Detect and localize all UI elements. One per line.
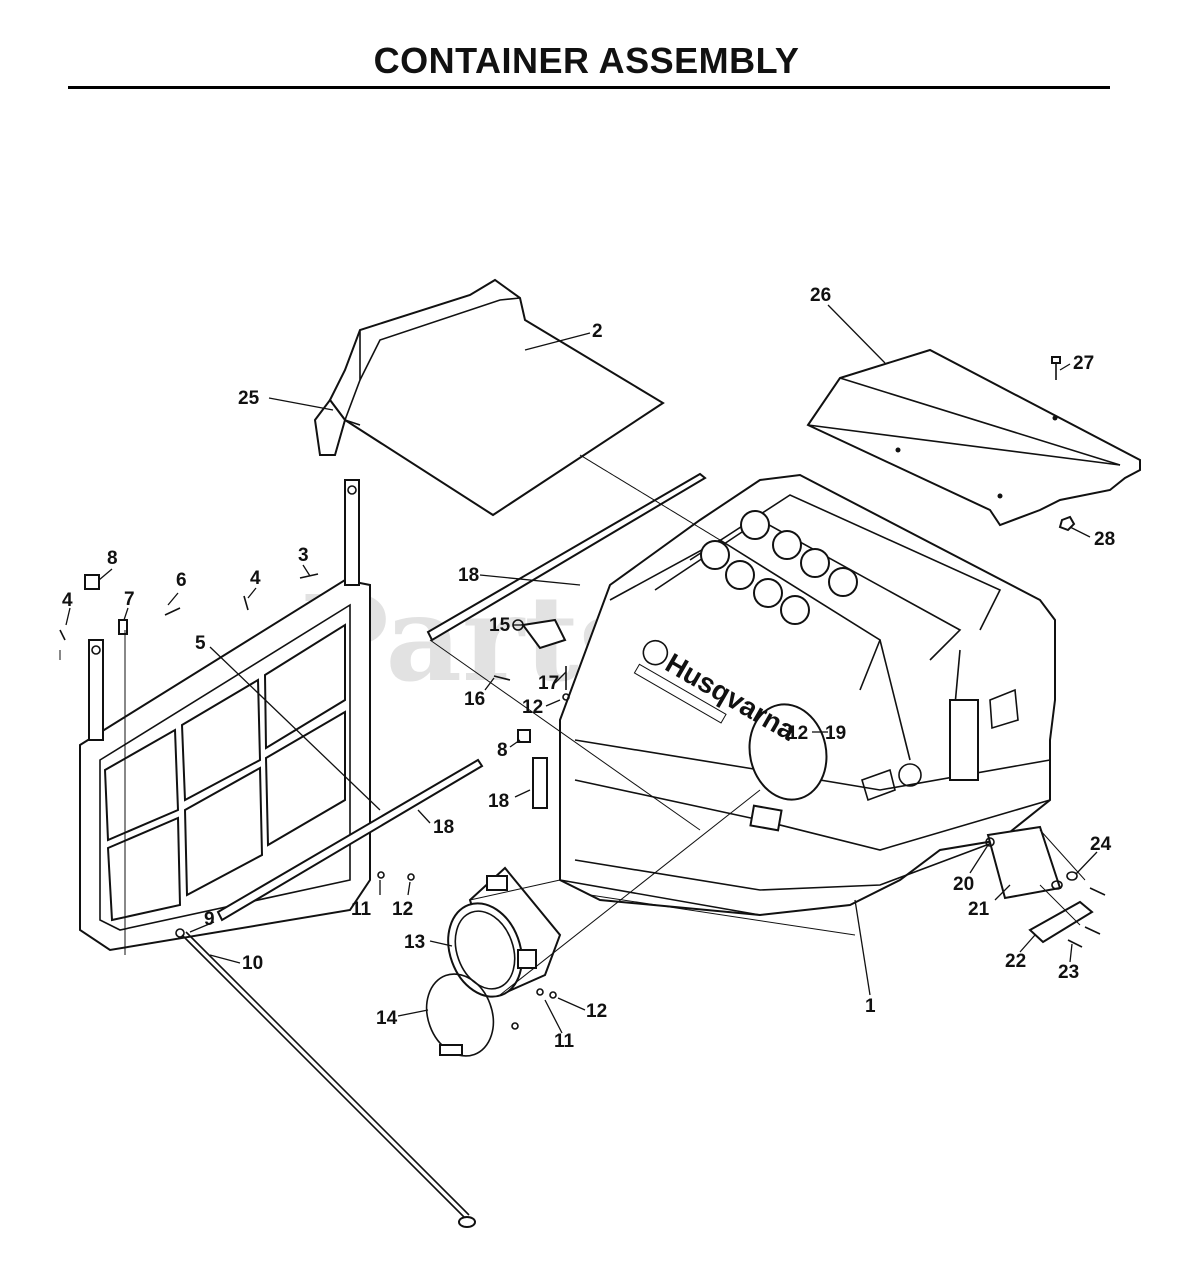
callout-18a: 18 [458,565,479,586]
part-bolt-27 [1051,356,1061,380]
callout-6: 6 [176,570,187,591]
vent-holes [700,510,858,625]
callout-21: 21 [968,899,990,920]
callout-17: 17 [538,673,559,694]
part-handle-bracket-21 [985,825,1062,900]
callout-22: 22 [1005,951,1026,972]
callout-16: 16 [464,689,485,710]
callout-14: 14 [376,1008,398,1029]
callout-4a: 4 [250,568,261,589]
callout-26: 26 [810,285,831,306]
part-seal-18-lower [216,758,484,922]
callout-2: 2 [592,321,603,342]
callout-4b: 4 [62,590,73,611]
callout-19: 19 [825,723,846,744]
callout-12b: 12 [522,697,543,718]
part-lid-left [313,278,665,517]
callout-12c: 12 [787,723,808,744]
part-rod-10 [175,928,476,1228]
callout-8b: 8 [497,740,508,761]
callout-7: 7 [124,589,135,610]
callout-15: 15 [489,615,511,636]
part-hardware-23-24 [1051,871,1106,948]
callout-18b: 18 [488,791,509,812]
part-adapter-13 [447,866,562,998]
callout-13: 13 [404,932,425,953]
part-seal-18-mid [532,757,548,809]
callout-9: 9 [204,909,215,930]
callout-11a: 11 [351,899,372,920]
leader-lines [59,304,1098,1034]
title-divider [68,86,1110,89]
callout-1: 1 [865,996,876,1017]
callout-3: 3 [298,545,309,566]
callout-5: 5 [195,633,206,654]
callout-11b: 11 [554,1031,575,1052]
part-handle-22 [1028,900,1094,944]
callout-20: 20 [953,874,974,895]
part-seal-18-upper [426,472,707,642]
callout-25: 25 [238,388,260,409]
callout-18c: 18 [433,817,454,838]
callout-12d: 12 [586,1001,607,1022]
page-title: CONTAINER ASSEMBLY [373,40,800,81]
part-clamp-14 [425,973,495,1057]
part-door-frame [79,479,371,952]
callout-28: 28 [1094,529,1115,550]
part-lid-right [806,348,1141,527]
part-hardware-small [59,573,570,1030]
callout-23: 23 [1058,962,1079,983]
part-container-body: Husqvarna [559,473,1056,917]
callout-labels: 1 2 3 4 4 5 6 7 8 8 9 10 11 11 12 12 12 … [62,285,1115,1052]
callout-10: 10 [242,953,263,974]
callout-8a: 8 [107,548,118,569]
callout-24: 24 [1090,834,1112,855]
callout-12a: 12 [392,899,413,920]
callout-27: 27 [1073,353,1094,374]
